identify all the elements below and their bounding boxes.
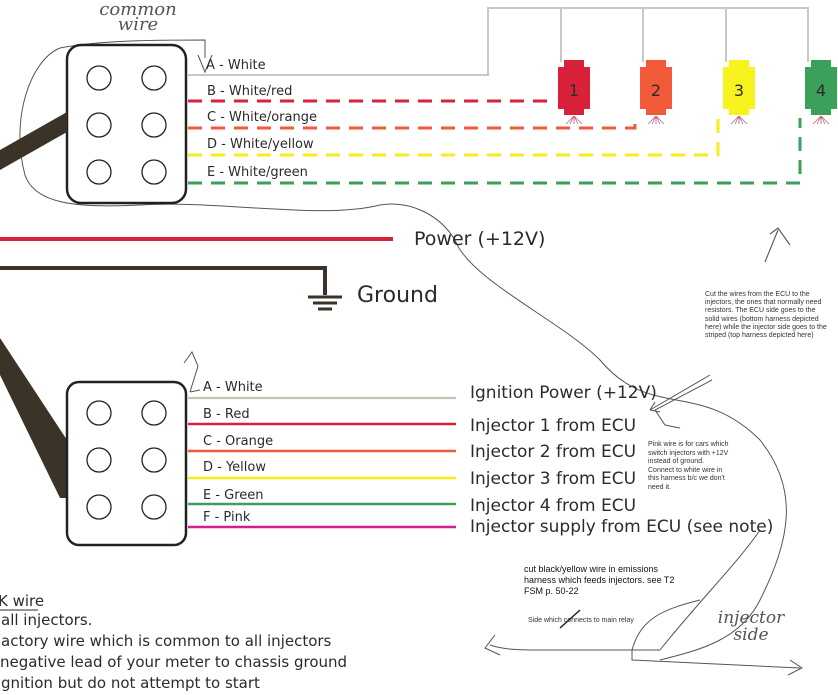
pencil-arrow-injector-side: [631, 599, 803, 676]
top-wire-label-e: E - White/green: [207, 165, 308, 180]
injector-2: 2: [640, 60, 672, 125]
injector-nozzle: [564, 108, 584, 115]
note-cut-wires: Cut the wires from the ECU to the inject…: [705, 291, 838, 340]
injector-top-cap: [729, 60, 749, 68]
top-wire-d: [188, 118, 720, 157]
note-line: Cut the wires from the ECU to the: [705, 291, 810, 298]
top-wire-label-c: C - White/orange: [207, 110, 317, 125]
top-harness-wires: [188, 99, 802, 185]
injector-top-cap: [564, 60, 584, 68]
instructions-line-1: all injectors.: [1, 611, 93, 629]
bottom-harness-wires: [188, 396, 456, 529]
note-line: here) while the injector side goes to th…: [705, 323, 827, 331]
injector-number: 2: [651, 81, 661, 100]
note-line: need it.: [648, 483, 671, 491]
bottom-wire-label-f: F - Pink: [203, 510, 251, 525]
bottom-wire-label-a: A - White: [203, 380, 263, 395]
note-line: Pink wire is for cars which: [648, 441, 729, 448]
instructions-line-3: negative lead of your meter to chassis g…: [0, 653, 348, 671]
pencil-bracket-bottom: [183, 350, 201, 393]
injector-nozzle: [811, 108, 831, 115]
note-line: Connect to white wire in: [648, 466, 723, 474]
injector-body: [805, 67, 837, 109]
note-emissions: cut black/yellow wire in emissions harne…: [524, 564, 674, 597]
note-line: injectors, the ones that normally need: [705, 299, 822, 307]
top-wire-label-b: B - White/red: [207, 84, 293, 99]
injector-top-cap: [811, 60, 831, 68]
function-injector-3: Injector 3 from ECU: [470, 469, 637, 489]
bottom-wire-label-c: C - Orange: [203, 434, 274, 449]
note-line: solid wires (bottom harness depicted: [705, 315, 819, 323]
injector-4: 4: [805, 60, 837, 125]
injector-number: 4: [816, 81, 826, 100]
instructions-line-4: gnition but do not attempt to start: [1, 674, 260, 692]
bottom-wire-label-e: E - Green: [203, 488, 264, 503]
note-line: cut black/yellow wire in emissions: [524, 564, 659, 574]
injector-1: 1: [558, 60, 590, 125]
function-ignition-power: Ignition Power (+12V): [470, 383, 657, 403]
function-injector-2: Injector 2 from ECU: [470, 442, 637, 462]
note-line: switch injectors with +12V: [648, 449, 729, 457]
injector-number: 1: [569, 81, 579, 100]
note-line: instead of ground.: [648, 458, 705, 466]
bottom-connector-pins: [86, 400, 167, 520]
top-connector-pins: [86, 65, 167, 185]
injector-3: 3: [723, 60, 755, 125]
injector-number: 3: [734, 81, 744, 100]
pencil-loop-top: [19, 47, 787, 661]
top-wire-label-d: D - White/yellow: [207, 137, 314, 152]
handwritten-injector-side: injector side: [717, 608, 785, 645]
injector-body: [723, 67, 755, 109]
note-line: this harness b/c we don't: [648, 475, 725, 483]
injector-spray-icon: [647, 115, 665, 125]
bottom-connector-body: [65, 380, 188, 547]
injector-common-feed: [188, 7, 809, 76]
note-main-relay: Side which connects to main relay: [528, 617, 634, 624]
pencil-arrow-ignition: [649, 374, 713, 429]
instructions-line-2: actory wire which is common to all injec…: [1, 632, 332, 650]
function-injector-1: Injector 1 from ECU: [470, 416, 637, 436]
function-injector-supply: Injector supply from ECU (see note): [470, 517, 774, 537]
top-wire-label-a: A - White: [206, 58, 266, 73]
pencil-arrow-bottom-left: [484, 529, 761, 656]
note-line: striped (top harness depicted here): [705, 332, 814, 340]
note-line: FSM p. 50-22: [524, 586, 579, 596]
handwritten-common-wire: common wire: [99, 0, 177, 35]
power-label: Power (+12V): [414, 228, 546, 250]
instructions-heading: K wire: [0, 592, 45, 610]
note-pink-wire: Pink wire is for cars which switch injec…: [648, 441, 743, 493]
ground-wire: [0, 266, 327, 295]
injector-spray-icon: [730, 115, 748, 125]
ground-symbol-icon: [308, 295, 342, 311]
note-line: resistors. The ECU side goes to the: [705, 307, 816, 315]
pencil-arrow-up: [764, 227, 791, 263]
injector-body: [558, 67, 590, 109]
injector-top-cap: [646, 60, 666, 68]
injectors: 1 2 3 4: [558, 60, 837, 125]
injector-nozzle: [729, 108, 749, 115]
function-injector-4: Injector 4 from ECU: [470, 496, 637, 516]
top-connector-body: [65, 43, 188, 205]
injector-spray-icon: [565, 115, 583, 125]
injector-spray-icon: [812, 115, 830, 125]
pencil-arrow-common: [197, 54, 213, 74]
bottom-wire-label-b: B - Red: [203, 407, 250, 422]
bottom-wire-label-d: D - Yellow: [203, 460, 266, 475]
injector-body: [640, 67, 672, 109]
pencil-mark-relay: [559, 609, 581, 629]
note-line: harness which feeds injectors. see T2: [524, 575, 675, 585]
injector-nozzle: [646, 108, 666, 115]
ground-label: Ground: [357, 283, 438, 308]
top-harness-cable: [0, 112, 67, 170]
top-wire-c: [188, 118, 637, 130]
top-wire-e: [188, 118, 802, 185]
bottom-harness-cable: [0, 338, 67, 498]
